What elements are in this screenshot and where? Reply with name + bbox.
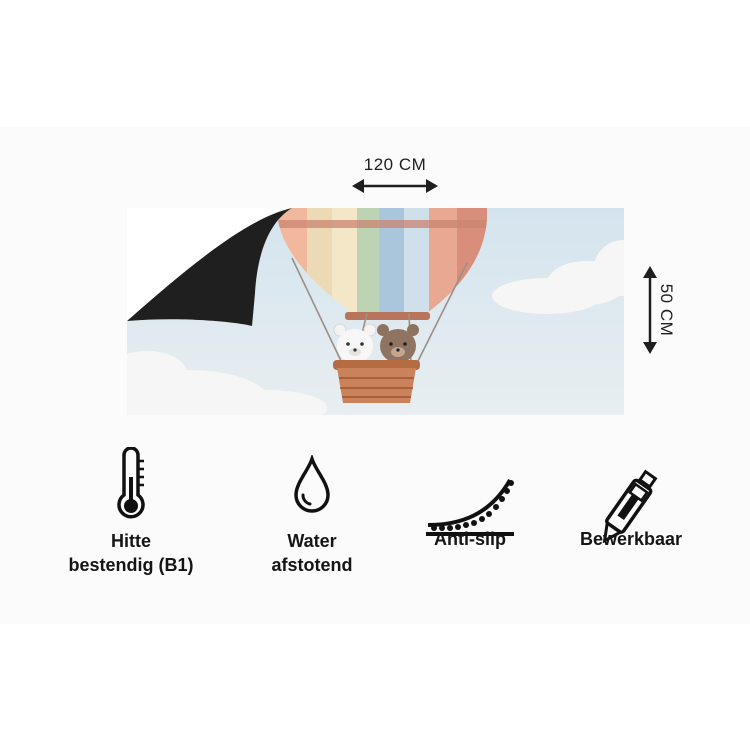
feature-list: Hitte bestendig (B1) Water afstotend (0, 445, 750, 585)
feature-workable: Bewerkbaar (541, 445, 721, 551)
anti-slip-icon (426, 479, 514, 536)
clouds (127, 240, 624, 415)
feature-label: Water (287, 531, 337, 551)
feature-label: Hitte (111, 531, 151, 551)
peeled-corner-backside (127, 208, 292, 326)
white-bear (333, 323, 377, 363)
feature-anti-slip: Anti-slip (380, 445, 560, 551)
brown-bear (377, 324, 419, 363)
height-label: 50 CM (657, 283, 676, 337)
width-arrow-icon (352, 179, 438, 193)
height-dimension: 50 CM (640, 265, 700, 355)
feature-label: Anti-slip (434, 529, 506, 549)
balloon-base (345, 312, 430, 320)
feature-label: Bewerkbaar (579, 529, 683, 549)
width-dimension: 120 CM (340, 155, 450, 202)
basket (333, 360, 420, 403)
feature-label: afstotend (271, 555, 353, 575)
feature-heat-resistant: Hitte bestendig (B1) (41, 445, 221, 577)
box-cutter-icon (602, 469, 658, 543)
product-illustration (127, 208, 624, 415)
feature-water-repellent: Water afstotend (222, 445, 402, 577)
height-arrow-icon (643, 266, 657, 354)
water-drop-icon (294, 455, 330, 513)
thermometer-icon (117, 447, 145, 519)
feature-label: bestendig (B1) (68, 555, 194, 575)
width-label: 120 CM (363, 155, 427, 174)
